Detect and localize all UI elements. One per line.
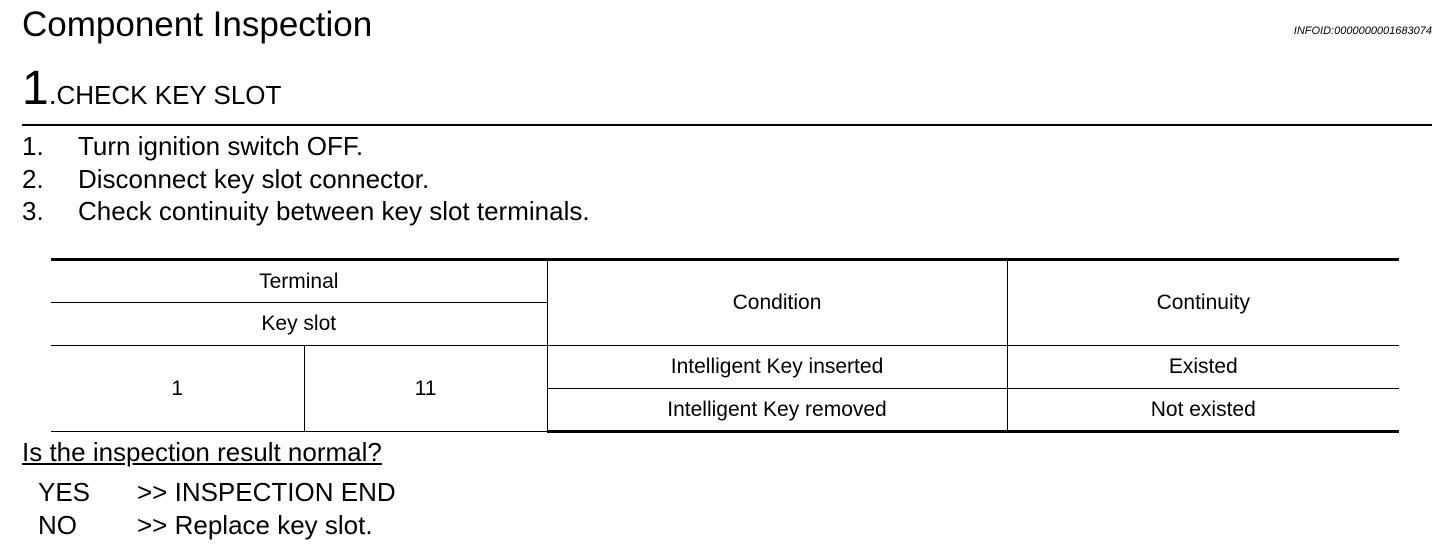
heading-divider [22,124,1432,126]
table-row: 1 11 Intelligent Key inserted Existed [51,345,1400,432]
header-key-slot: Key slot [51,302,548,346]
page-title: Component Inspection [22,5,373,44]
answer-action: >> INSPECTION END [137,477,396,507]
answer-key: NO [38,509,77,540]
header-continuity: Continuity [1006,258,1400,346]
info-id: INFOID:0000000001683074 [1293,25,1432,37]
result-question: Is the inspection result normal? [22,437,382,467]
procedure-list: 1. Turn ignition switch OFF. 2. Disconne… [22,130,590,228]
answer-no: NO >> Replace key slot. [38,509,396,542]
procedure-step-text: Disconnect key slot connector. [78,163,430,194]
procedure-step-number: 3. [22,196,44,226]
terminal-b-cell: 11 [303,345,548,432]
procedure-step: 1. Turn ignition switch OFF. [22,130,590,163]
continuity-cell: Existed [1006,345,1400,389]
step-heading: 1.CHECK KEY SLOT [22,63,281,115]
continuity-cell: Not existed [1006,388,1400,433]
step-title: CHECK KEY SLOT [56,80,282,110]
answer-key: YES [38,477,91,507]
step-number: 1 [22,62,49,115]
procedure-step-number: 1. [22,131,44,161]
header-condition: Condition [546,258,1008,346]
answer-action: >> Replace key slot. [137,509,373,540]
procedure-step: 2. Disconnect key slot connector. [22,163,590,196]
procedure-step-number: 2. [22,163,44,194]
condition-cell: Intelligent Key inserted [546,345,1008,389]
result-answers: YES >> INSPECTION END NO >> Replace key … [38,476,396,541]
table-row: Intelligent Key removed Not existed [51,388,1400,433]
continuity-table: Terminal Condition Continuity Key slot 1… [51,258,1400,433]
header-terminal: Terminal [51,258,548,303]
answer-yes: YES >> INSPECTION END [38,476,396,509]
procedure-step-text: Check continuity between key slot termin… [78,196,590,226]
terminal-a-cell: 1 [51,345,305,432]
procedure-step: 3. Check continuity between key slot ter… [22,195,590,228]
table-header-row: Key slot [51,302,1399,346]
procedure-step-text: Turn ignition switch OFF. [78,131,364,161]
step-number-dot: . [48,79,57,110]
condition-cell: Intelligent Key removed [546,388,1008,433]
table-header-row: Terminal Condition Continuity [51,258,1400,346]
